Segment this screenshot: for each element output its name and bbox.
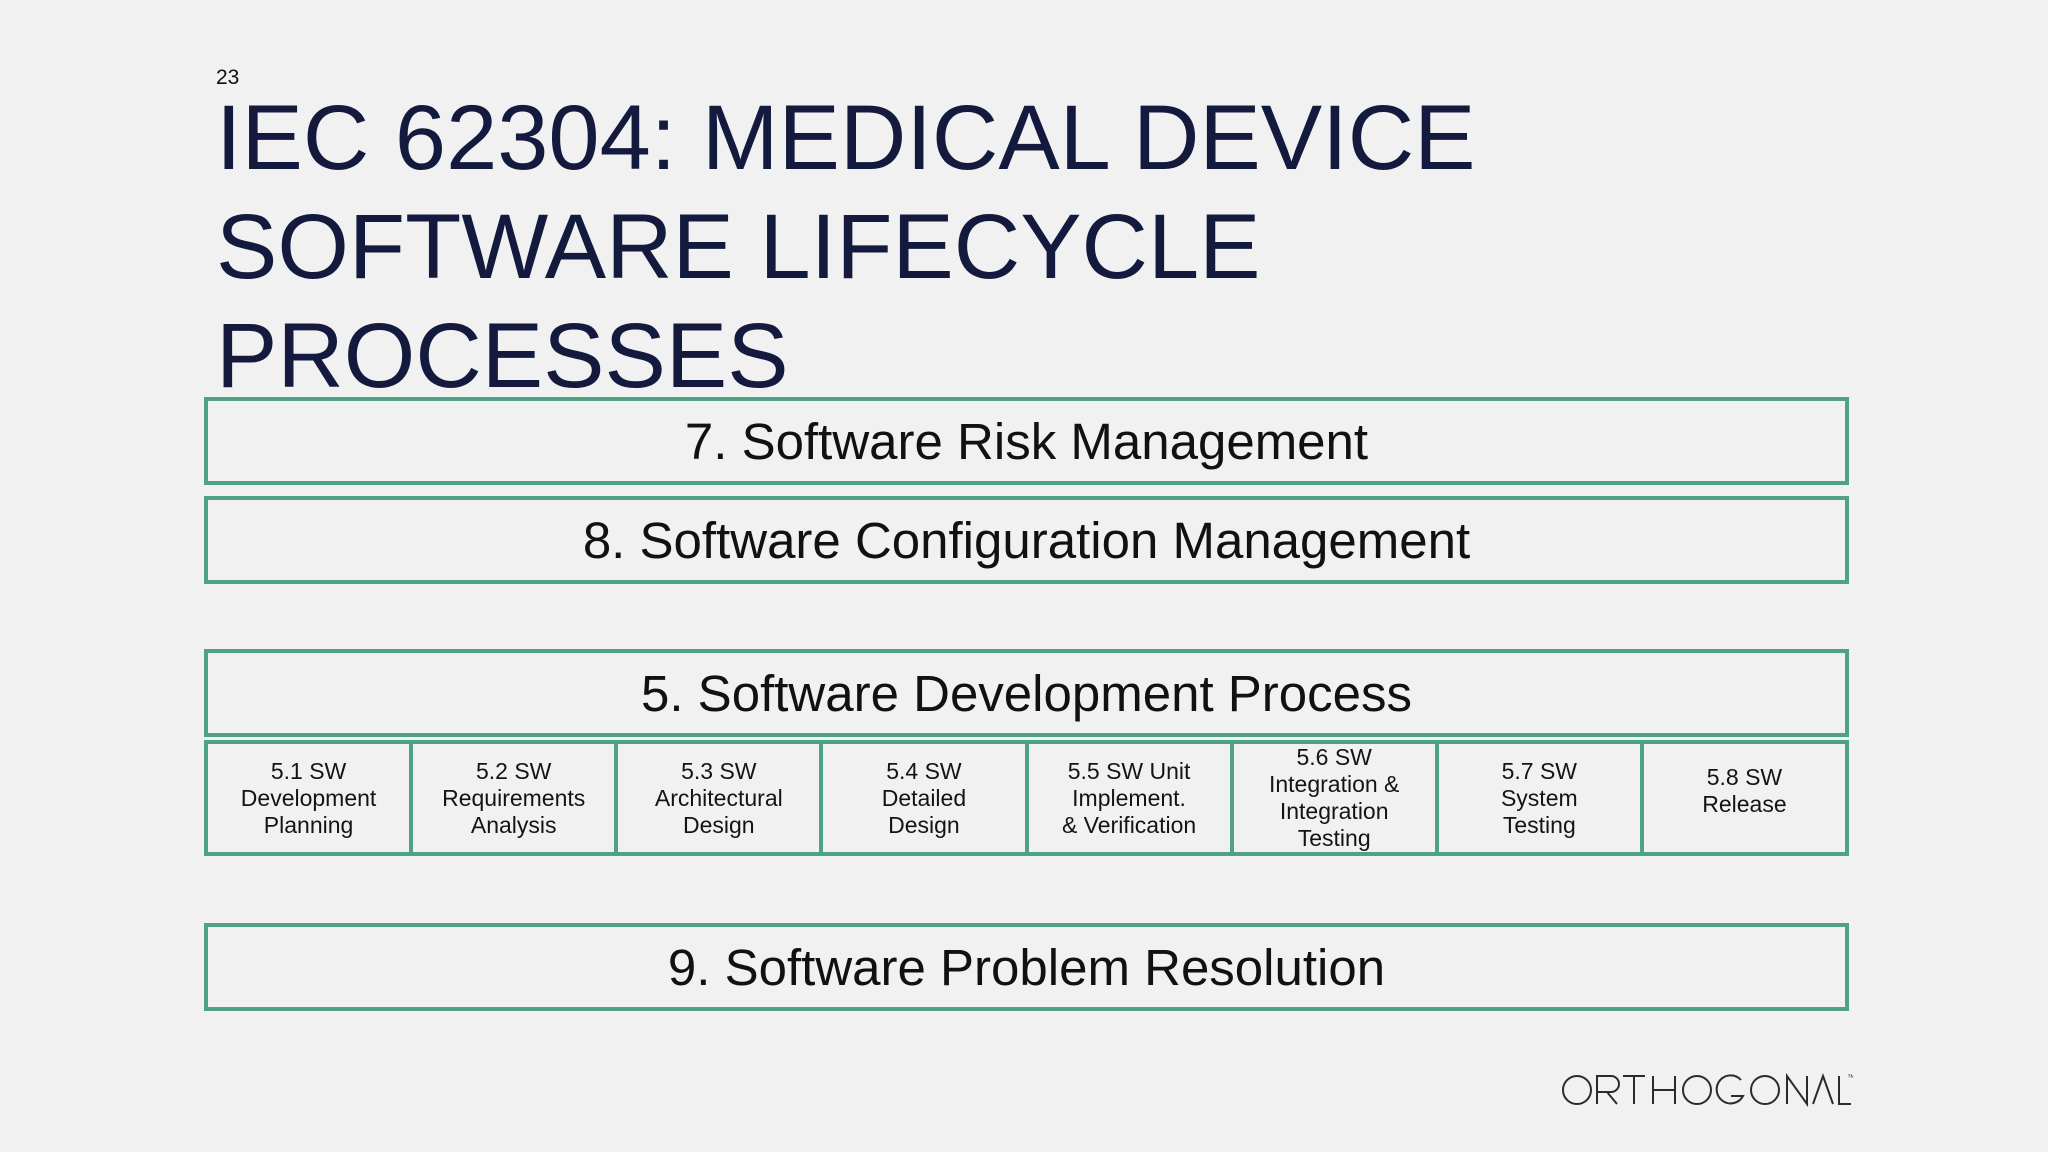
subprocess-row: 5.1 SW Development Planning 5.2 SW Requi… [204, 740, 1849, 856]
subprocess-5-6: 5.6 SW Integration & Integration Testing [1234, 744, 1439, 852]
subprocess-5-1: 5.1 SW Development Planning [208, 744, 414, 852]
risk-management-box: 7. Software Risk Management [204, 397, 1849, 485]
subprocess-5-5: 5.5 SW Unit Implement. & Verification [1029, 744, 1234, 852]
trademark-symbol: ™ [1847, 1073, 1853, 1082]
configuration-management-box: 8. Software Configuration Management [204, 496, 1849, 584]
problem-resolution-box: 9. Software Problem Resolution [204, 923, 1849, 1011]
title-line-2: SOFTWARE LIFECYCLE [216, 196, 1261, 298]
slide-title: IEC 62304: MEDICAL DEVICE SOFTWARE LIFEC… [216, 84, 1816, 411]
subprocess-5-7: 5.7 SW System Testing [1439, 744, 1644, 852]
title-line-1: IEC 62304: MEDICAL DEVICE [216, 87, 1476, 189]
orthogonal-logo: ™ [1561, 1070, 1855, 1110]
title-line-3: PROCESSES [216, 305, 789, 407]
slide-number: 23 [216, 66, 240, 89]
subprocess-5-4: 5.4 SW Detailed Design [823, 744, 1029, 852]
subprocess-5-3: 5.3 SW Architectural Design [618, 744, 824, 852]
subprocess-5-8: 5.8 SW Release [1702, 764, 1787, 817]
subprocess-5-2: 5.2 SW Requirements Analysis [413, 744, 619, 852]
orthogonal-logo-mark: ™ [1562, 1072, 1855, 1108]
development-process-box: 5. Software Development Process [204, 649, 1849, 737]
